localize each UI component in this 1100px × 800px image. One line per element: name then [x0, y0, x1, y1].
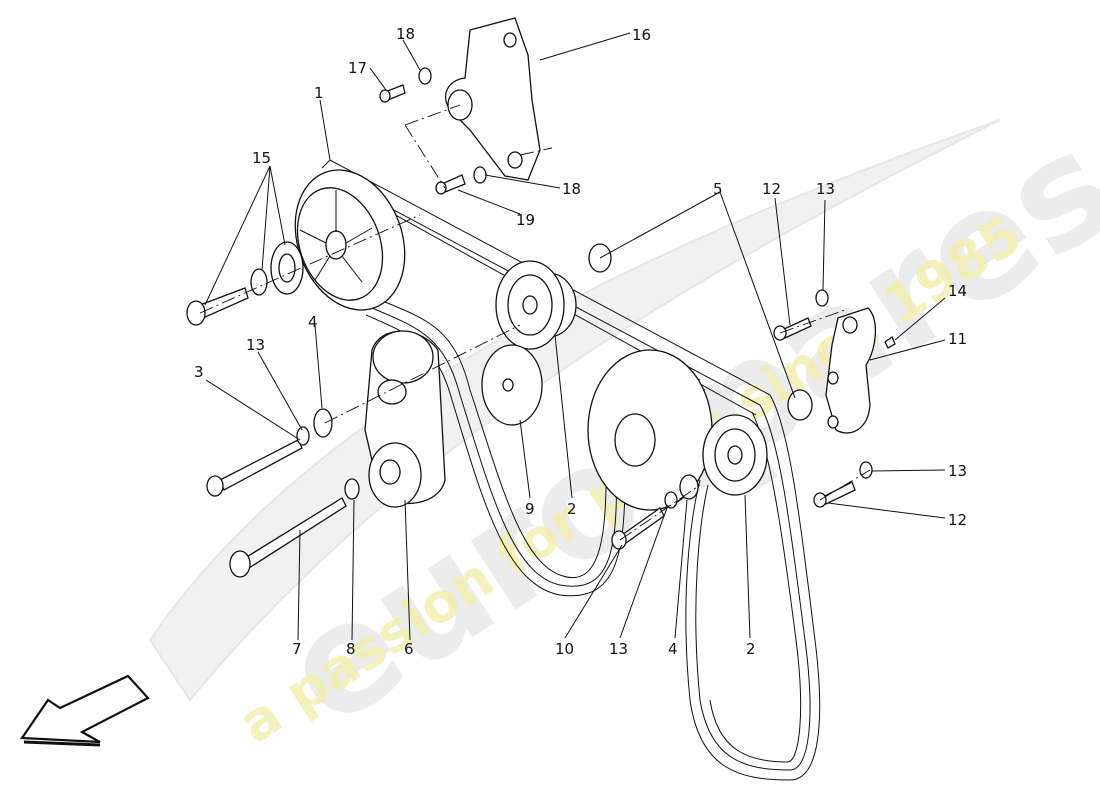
bolt-19	[435, 174, 466, 195]
washer-13-bottom	[859, 461, 873, 479]
pulley-cover-plate	[481, 344, 543, 426]
washer-18-bottom	[473, 166, 487, 184]
washer-13-top	[815, 289, 829, 307]
pulley-bolt	[186, 287, 249, 326]
callout-18-top: 18	[396, 25, 415, 43]
idler-pulley-large	[294, 169, 406, 311]
washer-13-left	[296, 426, 310, 446]
spacer-washer-inner	[278, 253, 296, 283]
washer-18-top	[418, 67, 432, 85]
washer	[250, 268, 268, 296]
callout-7: 7	[292, 640, 302, 658]
callout-10: 10	[555, 640, 574, 658]
callout-9: 9	[525, 500, 535, 518]
toothed-idler-pulley-right	[702, 414, 768, 496]
callout-2-center: 2	[567, 500, 577, 518]
callout-16: 16	[632, 26, 651, 44]
bolt-12-top	[773, 317, 812, 341]
spacer-4-center	[679, 474, 699, 500]
washer-13-center	[664, 491, 678, 509]
callout-13-top: 13	[816, 180, 835, 198]
callout-19: 19	[516, 211, 535, 229]
tensioner-bracket	[825, 307, 877, 434]
callout-14: 14	[948, 282, 967, 300]
callout-15: 15	[252, 149, 271, 167]
callout-12-top: 12	[762, 180, 781, 198]
spacer-4-left	[313, 408, 333, 438]
callout-2-right: 2	[746, 640, 756, 658]
bolt-17	[379, 84, 406, 103]
callout-13-center: 13	[609, 640, 628, 658]
belt-tensioner	[364, 330, 446, 508]
watermark-swoosh	[148, 119, 1001, 702]
callout-11: 11	[948, 330, 967, 348]
assembly-axes	[199, 104, 871, 541]
callout-8: 8	[346, 640, 356, 658]
mounting-bracket	[445, 17, 541, 181]
callout-17: 17	[348, 59, 367, 77]
callout-18-bottom: 18	[562, 180, 581, 198]
callout-13-right: 13	[948, 462, 967, 480]
callout-5: 5	[713, 180, 723, 198]
washer-8	[344, 478, 360, 500]
bolt-7	[229, 497, 347, 578]
callout-3: 3	[194, 363, 204, 381]
callout-4-left: 4	[308, 313, 318, 331]
spacer-right	[787, 389, 813, 421]
toothed-idler-pulley	[495, 260, 577, 350]
bolt-3	[206, 439, 303, 497]
callout-6: 6	[404, 640, 414, 658]
callouts: 1 2 2 3 4 4 5 6 7 8 9 10 11 12 12 13 13 …	[194, 25, 967, 658]
pin-14	[884, 336, 896, 349]
callout-1: 1	[314, 84, 324, 102]
callout-12-bottom: 12	[948, 511, 967, 529]
crankshaft-pulley	[587, 349, 713, 511]
orientation-arrow	[19, 674, 150, 747]
callout-4-center: 4	[668, 640, 678, 658]
bolt-12-bottom	[813, 481, 856, 508]
leader-lines	[204, 32, 946, 641]
callout-13-left: 13	[246, 336, 265, 354]
